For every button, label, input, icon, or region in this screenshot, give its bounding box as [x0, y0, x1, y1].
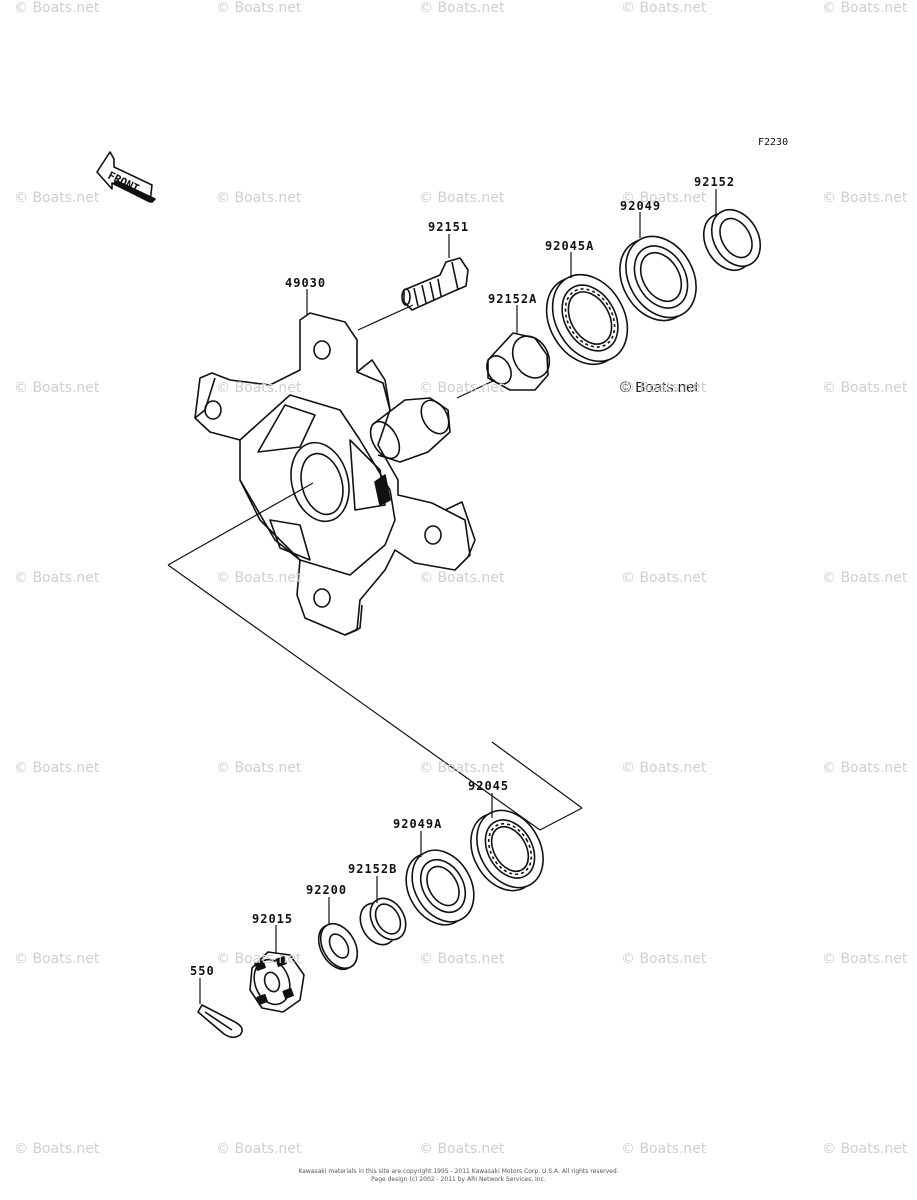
watermark-text: © Boats.net: [822, 0, 908, 16]
watermark-text: © Boats.net: [14, 951, 100, 967]
part-label-92045a: 92045A: [545, 239, 595, 253]
watermark-text: © Boats.net: [621, 760, 707, 776]
watermark-text: © Boats.net: [621, 380, 707, 396]
watermark-text: © Boats.net: [216, 190, 302, 206]
part-label-92152: 92152: [694, 175, 736, 189]
watermark-text: © Boats.net: [621, 570, 707, 586]
part-label-92049a: 92049A: [393, 817, 443, 831]
part-label-49030: 49030: [285, 276, 327, 290]
part-label-92015: 92015: [252, 912, 294, 926]
watermark-text: © Boats.net: [14, 570, 100, 586]
part-label-92151: 92151: [428, 220, 470, 234]
watermark-text: © Boats.net: [621, 190, 707, 206]
seal-92049a-drawing: [405, 849, 475, 926]
part-label-92152b: 92152B: [348, 862, 398, 876]
watermark-text: © Boats.net: [419, 1141, 505, 1157]
part-label-92045: 92045: [468, 779, 510, 793]
watermark-text: © Boats.net: [14, 760, 100, 776]
spacer-92152-drawing: [702, 208, 762, 272]
watermark-text: © Boats.net: [822, 570, 908, 586]
figure-code: F2230: [758, 137, 789, 148]
watermark-text: © Boats.net: [419, 190, 505, 206]
watermark-text: © Boats.net: [14, 0, 100, 16]
watermark-text: © Boats.net: [14, 1141, 100, 1157]
watermark-text: © Boats.net: [216, 1141, 302, 1157]
watermark-text: © Boats.net: [14, 190, 100, 206]
leader-lines: [167, 189, 717, 1004]
part-label-92200: 92200: [306, 883, 348, 897]
watermark-text: © Boats.net: [419, 0, 505, 16]
watermark-text: © Boats.net: [822, 1141, 908, 1157]
watermark-text: © Boats.net: [14, 380, 100, 396]
bearing-92045a-drawing: [545, 273, 629, 366]
nut-92015-drawing: [249, 951, 305, 1013]
watermark-text: © Boats.net: [419, 380, 505, 396]
part-label-550: 550: [190, 964, 215, 978]
spacer-92152a-drawing: [486, 332, 551, 391]
watermark-text: © Boats.net: [216, 0, 302, 16]
watermark-text: © Boats.net: [621, 951, 707, 967]
watermark-text: © Boats.net: [419, 951, 505, 967]
watermark-text: © Boats.net: [822, 760, 908, 776]
watermark-text: © Boats.net: [621, 1141, 707, 1157]
stud-92151-drawing: [401, 257, 469, 311]
watermark-text: © Boats.net: [419, 760, 505, 776]
watermark-text: © Boats.net: [822, 951, 908, 967]
part-label-92049: 92049: [620, 199, 662, 213]
watermark-text: © Boats.net: [216, 380, 302, 396]
watermark-text: © Boats.net: [216, 760, 302, 776]
watermark-text: © Boats.net: [419, 570, 505, 586]
seal-92049-drawing: [619, 235, 697, 322]
spacer-92152b-drawing: [359, 897, 407, 946]
watermark-text: © Boats.net: [822, 380, 908, 396]
watermark-text: © Boats.net: [216, 951, 302, 967]
cotter-pin-550-drawing: [197, 1004, 243, 1039]
watermark-text: © Boats.net: [216, 570, 302, 586]
watermark-text: © Boats.net: [621, 0, 707, 16]
hub-49030-drawing: [194, 312, 476, 636]
part-label-92152a: 92152A: [488, 292, 538, 306]
main-watermark: © Boats.net: [620, 379, 699, 396]
footer-copyright: Kawasaki materials in this site are copy…: [298, 1168, 619, 1175]
bearing-92045-drawing: [470, 809, 544, 892]
watermark-text: © Boats.net: [822, 190, 908, 206]
washer-92200-drawing: [317, 922, 359, 971]
front-arrow-icon: FRONT: [96, 151, 156, 203]
footer-design: Page design (c) 2002 - 2011 by ARI Netwo…: [371, 1176, 546, 1183]
